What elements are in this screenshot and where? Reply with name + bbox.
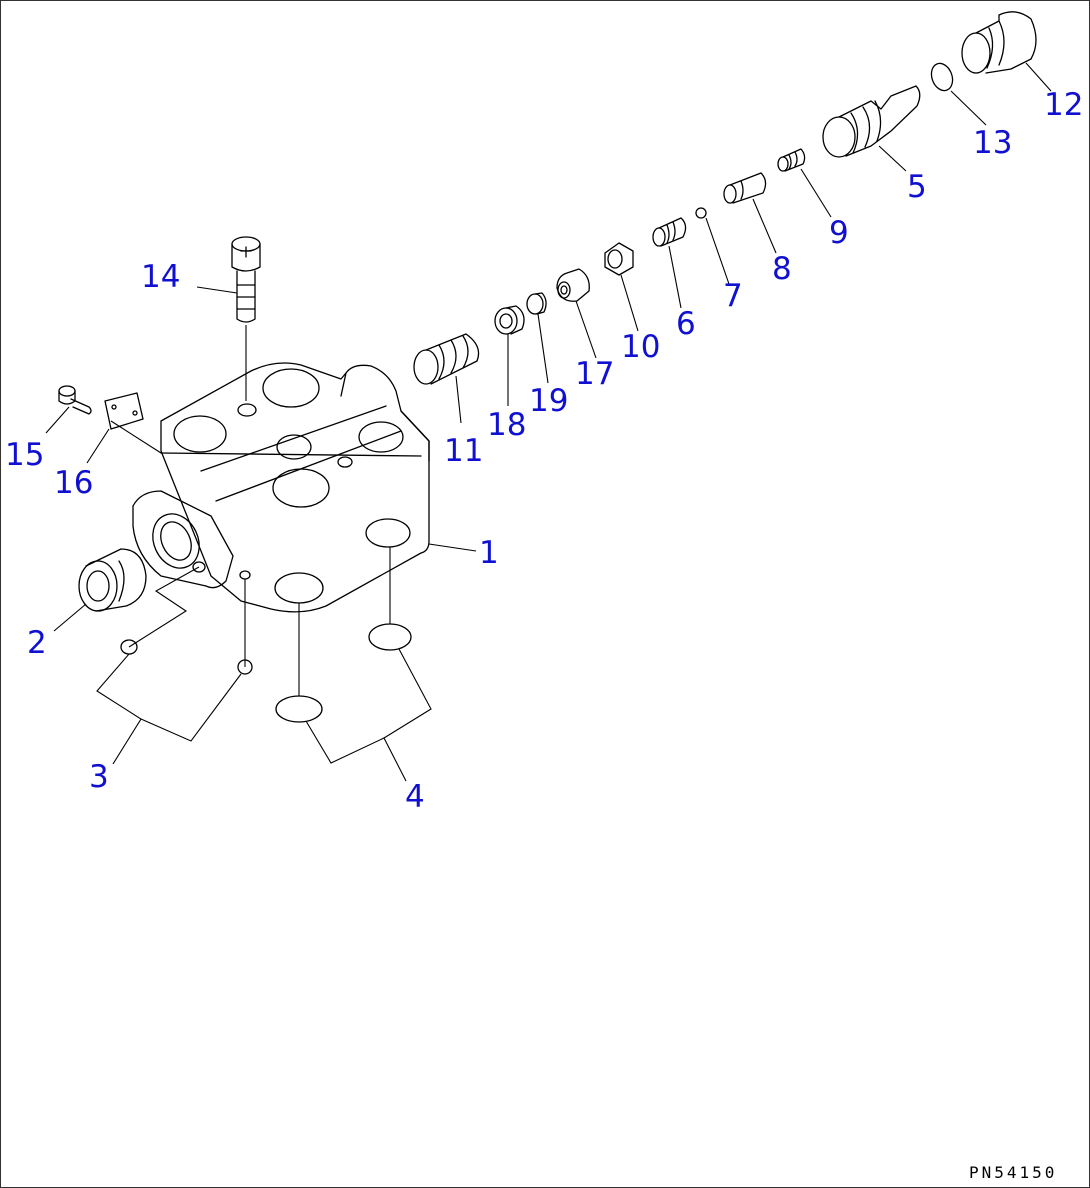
nut-part-10 xyxy=(604,242,634,276)
spring-part-9 xyxy=(777,148,806,172)
plug-part-12 xyxy=(961,11,1037,74)
sleeve-part-2 xyxy=(78,548,147,612)
ring-part-19 xyxy=(526,292,547,315)
callout-9: 9 xyxy=(829,215,849,251)
piston-part-8 xyxy=(723,172,767,204)
plate-part-16 xyxy=(104,392,144,430)
callout-8: 8 xyxy=(772,251,792,287)
screw-part-15 xyxy=(58,385,92,415)
callout-1: 1 xyxy=(479,535,499,571)
callout-14: 14 xyxy=(141,259,180,295)
valve-body-part xyxy=(132,362,430,613)
callout-4: 4 xyxy=(405,779,425,815)
ball-part-7 xyxy=(695,207,707,219)
callout-16: 16 xyxy=(54,465,93,501)
spring-part-6 xyxy=(652,217,687,247)
bolt-part-14 xyxy=(231,236,261,323)
seat-part-17 xyxy=(556,268,590,302)
callout-18: 18 xyxy=(487,407,526,443)
drawing-code: PN54150 xyxy=(969,1163,1057,1182)
callout-10: 10 xyxy=(621,329,660,365)
callout-2: 2 xyxy=(27,625,47,661)
callout-19: 19 xyxy=(529,383,568,419)
callout-6: 6 xyxy=(676,306,696,342)
callout-11: 11 xyxy=(444,433,483,469)
callout-13: 13 xyxy=(973,125,1012,161)
callout-15: 15 xyxy=(5,437,44,473)
callout-5: 5 xyxy=(907,169,927,205)
valve-assembly-part-5 xyxy=(822,85,921,158)
o-ring-part-3 xyxy=(120,639,253,675)
leader-lines xyxy=(45,62,1052,782)
spring-part-11 xyxy=(413,333,480,385)
callout-7: 7 xyxy=(723,278,743,314)
o-ring-part-13 xyxy=(930,62,954,92)
o-ring-part-4 xyxy=(275,623,412,723)
callout-12: 12 xyxy=(1044,87,1083,123)
collar-part-18 xyxy=(494,305,525,335)
callout-3: 3 xyxy=(89,759,109,795)
callout-17: 17 xyxy=(575,356,614,392)
